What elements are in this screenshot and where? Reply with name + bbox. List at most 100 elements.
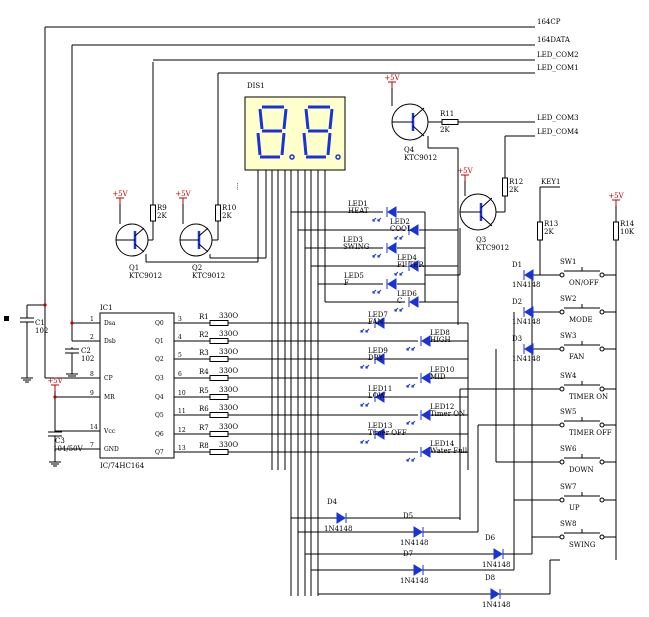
resistor-ref: R12	[509, 178, 523, 186]
ic-pin-name: Q7	[155, 449, 164, 456]
ic-pin-name: Q5	[155, 412, 164, 419]
diode-symbol	[375, 317, 385, 329]
ic-pin-number: 10	[178, 390, 186, 397]
diode-part: 1N4148	[482, 601, 510, 609]
emission-arrow	[399, 273, 402, 276]
diode-symbol	[387, 278, 397, 290]
diode-symbol	[493, 548, 503, 560]
ic-body	[99, 312, 175, 459]
diode-symbol	[421, 446, 431, 458]
emission-arrow	[377, 291, 380, 294]
diode-symbol	[524, 269, 534, 281]
switch-label: TIMER OFF	[569, 429, 612, 437]
diode-part: 1N4148	[482, 561, 510, 569]
resistor-value: 2K	[222, 212, 232, 220]
emission-arrow	[411, 459, 414, 462]
wire	[480, 215, 493, 227]
diode-ref: D1	[512, 261, 522, 269]
emission-arrow	[394, 309, 397, 312]
ic-pin-number: 6	[178, 371, 182, 378]
signal-label: 164CP	[537, 18, 561, 26]
signal-label: LED_COM2	[537, 51, 579, 59]
ic-pin-number: 9	[90, 390, 94, 397]
resistor	[209, 356, 229, 362]
switch-ref: SW2	[560, 295, 576, 303]
led-ref: LED1	[348, 200, 368, 208]
switch-label: TIMER ON	[569, 393, 608, 401]
emission-arrow	[406, 422, 409, 425]
diode-symbol	[421, 335, 431, 347]
emission-arrow	[372, 219, 375, 222]
resistor-value: 330O	[219, 386, 238, 394]
resistor	[209, 320, 229, 326]
switch-ref: SW5	[560, 408, 576, 416]
wire	[412, 125, 425, 137]
led-ref: LED4	[397, 254, 417, 262]
wire	[134, 243, 145, 253]
diode-symbol	[375, 428, 385, 440]
diode-part: 1N4148	[512, 281, 540, 289]
page-mark	[4, 316, 9, 321]
emission-arrow	[365, 404, 368, 407]
resistor	[441, 119, 459, 125]
ic-pin-name: Q3	[155, 375, 164, 382]
led-ref: LED9	[368, 347, 388, 355]
transistor-ref: Q2	[192, 264, 202, 272]
switch-contact	[559, 534, 565, 540]
ic-pin-name: Dsb	[104, 338, 116, 345]
emission-arrow	[394, 273, 397, 276]
diode-symbol	[375, 353, 385, 365]
junction-dot	[53, 395, 57, 399]
diode-symbol	[336, 512, 346, 524]
decimal-point	[335, 154, 341, 160]
switch-label: DOWN	[569, 466, 594, 474]
plus5v-label: +5V	[112, 190, 128, 198]
led-label: C	[397, 297, 402, 305]
diode-part: 1N4148	[400, 577, 428, 585]
resistor	[537, 221, 543, 241]
resistor-value: 330O	[219, 404, 238, 412]
resistor-value: 330O	[219, 441, 238, 449]
switch-contact	[599, 422, 605, 428]
resistor-value: 2K	[440, 126, 450, 134]
plus5v-label: +5V	[384, 74, 400, 82]
signal-label: KEY1	[541, 178, 560, 186]
resistor	[209, 431, 229, 437]
ic-pin-name: MR	[104, 394, 115, 401]
resistor-value: 2K	[509, 186, 519, 194]
led-ref: LED5	[344, 272, 364, 280]
diode-symbol	[524, 306, 534, 318]
wire	[412, 107, 425, 119]
ic-pin-number: 1	[90, 316, 94, 323]
transistor-part: KTC9012	[404, 154, 437, 162]
ic-pin-name: Q6	[155, 431, 164, 438]
emission-arrow	[411, 422, 414, 425]
switch-ref: SW6	[560, 445, 577, 453]
led-label: Timer OFF	[368, 429, 407, 437]
diode-symbol	[413, 526, 423, 538]
digit	[302, 105, 334, 159]
diode-symbol	[375, 391, 385, 403]
capacitor-value: 102	[35, 327, 48, 335]
diode-symbol	[524, 343, 534, 355]
switch-ref: SW7	[560, 483, 576, 491]
led-label: Timer ON	[430, 410, 465, 418]
switch-contact	[599, 497, 605, 503]
ic-pin-number: 14	[90, 424, 98, 431]
emission-arrow	[360, 404, 363, 407]
switch-contact	[599, 272, 605, 278]
capacitor-ref: C1	[35, 319, 45, 327]
ic-pin-number: 12	[178, 427, 186, 434]
ic-pin-name: GND	[104, 446, 119, 453]
led-ref: LED12	[430, 403, 454, 411]
signal-label: LED_COM1	[537, 64, 579, 72]
diode-part: 1N4148	[324, 525, 352, 533]
wire	[198, 243, 209, 253]
resistor	[613, 221, 619, 241]
switch-label: ON/OFF	[569, 279, 599, 287]
switch-contact	[559, 459, 565, 465]
plus5v-label: +5V	[457, 167, 473, 175]
ic-pin-number: 13	[178, 445, 186, 452]
resistor-value: 2K	[157, 212, 167, 220]
transistor-part: KTC9012	[476, 244, 509, 252]
